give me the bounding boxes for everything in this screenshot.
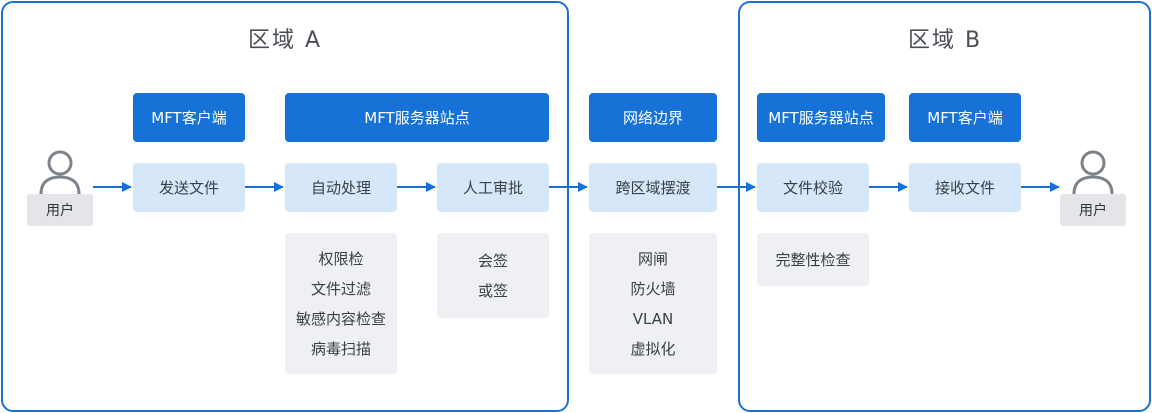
- note-item: 敏感内容检查: [295, 309, 386, 328]
- note-item: 网闸: [637, 249, 668, 268]
- note-cross-zone: 网闸 防火墙 VLAN 虚拟化: [589, 233, 717, 374]
- user-icon: [39, 150, 81, 195]
- zone-a-title: 区域 A: [247, 28, 323, 53]
- note-auto-process: 权限检 文件过滤 敏感内容检查 病毒扫描: [285, 233, 397, 374]
- note-item: VLAN: [632, 309, 674, 328]
- note-item: 权限检: [318, 249, 364, 268]
- note-manual-approval: 会签 或签: [437, 233, 549, 318]
- mft-server-a-header: MFT服务器站点: [285, 93, 549, 142]
- step-auto-process: 自动处理: [285, 163, 397, 212]
- user-left: 用户: [27, 150, 93, 230]
- user-right: 用户: [1060, 150, 1126, 230]
- mft-server-b-header: MFT服务器站点: [757, 93, 885, 142]
- user-right-label: 用户: [1060, 194, 1126, 226]
- user-left-label: 用户: [27, 194, 93, 226]
- step-cross-zone: 跨区域摆渡: [589, 163, 717, 212]
- user-icon: [1072, 150, 1114, 195]
- note-item: 或签: [477, 281, 508, 300]
- note-item: 病毒扫描: [310, 339, 371, 358]
- step-receive-file: 接收文件: [909, 163, 1021, 212]
- mft-client-a-header: MFT客户端: [133, 93, 245, 142]
- note-item: 会签: [477, 251, 508, 270]
- mft-client-b-header: MFT客户端: [909, 93, 1021, 142]
- note-item: 防火墙: [630, 279, 676, 298]
- note-item: 虚拟化: [630, 339, 676, 358]
- note-file-verify: 完整性检查: [757, 233, 869, 286]
- note-item: 文件过滤: [310, 279, 371, 298]
- zone-b-title: 区域 B: [907, 28, 983, 53]
- step-manual-approval: 人工审批: [437, 163, 549, 212]
- network-boundary-header: 网络边界: [589, 93, 717, 142]
- note-item: 完整性检查: [775, 250, 851, 269]
- step-send-file: 发送文件: [133, 163, 245, 212]
- step-file-verify: 文件校验: [757, 163, 869, 212]
